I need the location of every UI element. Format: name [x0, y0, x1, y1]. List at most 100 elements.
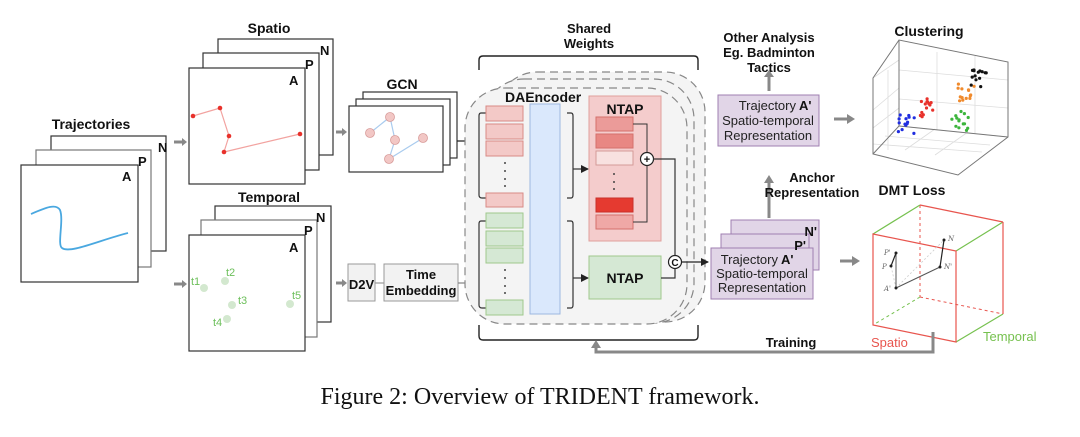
clustering-grid: [872, 48, 1009, 156]
dmt-point-n-prime: N': [943, 263, 952, 271]
cluster-point-black: [973, 74, 977, 78]
cluster-point-green: [957, 118, 961, 122]
arrow-head: [852, 256, 860, 266]
connector-ntap-to-concat: [661, 269, 676, 279]
cluster-point-red: [925, 100, 930, 104]
connector-sum-top: [633, 123, 648, 152]
cluster-point-blue: [897, 117, 901, 121]
ellipsis-dots: [504, 269, 506, 294]
cluster-point-green: [966, 126, 970, 130]
clustering-axes: [872, 39, 1009, 176]
cluster-point-blue: [900, 128, 904, 132]
time-point-t1: t1: [191, 276, 200, 288]
cluster-point-red: [931, 108, 935, 112]
cluster-point-orange: [960, 87, 964, 91]
arrow-head: [764, 175, 774, 183]
cluster-point-black: [974, 78, 978, 82]
dmt-points: [889, 238, 946, 290]
axis-label-spatio: Spatio: [871, 335, 908, 350]
cube-front-face: [872, 233, 957, 343]
vector-p-prime-to-p: [890, 252, 897, 267]
anchor-label-line1: Anchor: [789, 170, 835, 185]
gcn-title: GCN: [386, 76, 417, 92]
trajectory-label-a: A: [122, 169, 132, 184]
cluster-point-blue: [912, 131, 916, 135]
representation-label-n: N': [805, 224, 817, 239]
anchor-label-line2: Representation: [765, 185, 860, 200]
cluster-point-orange: [968, 96, 972, 100]
trajectory-curve: [30, 205, 129, 251]
time-point-t2: t2: [226, 267, 235, 279]
arrow-head: [342, 128, 347, 136]
cluster-point-red: [918, 113, 923, 118]
cube-edge-temporal: [955, 313, 1004, 343]
anchor-box-line2: Spatio-temporal: [722, 113, 814, 128]
ellipsis-dots: [504, 162, 506, 187]
cluster-point-red: [921, 113, 925, 117]
cluster-point-green: [955, 116, 959, 120]
spatio-token-blocks: [485, 105, 524, 208]
cube-edge-hidden: [919, 296, 1004, 315]
training-label: Training: [766, 335, 817, 350]
cluster-point-blue: [912, 116, 916, 120]
representation-anchor: A': [781, 252, 793, 267]
ntap-weight-block: [595, 214, 634, 230]
cube-edge-temporal: [955, 221, 1004, 252]
cluster-point-orange: [956, 82, 961, 86]
arrow-head: [764, 70, 774, 77]
time-point-t5: t5: [292, 290, 301, 302]
cluster-point-black: [969, 83, 973, 87]
representation-line2: Spatio-temporal: [716, 266, 808, 281]
bracket-right-spatio: [567, 112, 574, 199]
cluster-point-red: [925, 97, 929, 101]
ntap-spatio-title: NTAP: [606, 101, 643, 117]
cluster-points: [896, 68, 988, 135]
shared-weights-bracket-bottom: [478, 325, 699, 341]
cluster-point-green: [962, 122, 967, 126]
arrow-head: [591, 340, 601, 348]
connector-sum-to-concat: [653, 158, 676, 255]
representation-label-p: P': [794, 238, 806, 253]
cluster-point-orange: [961, 98, 965, 102]
gcn-graph-nodes: [365, 112, 428, 164]
cluster-point-orange: [972, 84, 976, 88]
arrow-head: [182, 280, 187, 288]
ntap-weight-block: [595, 197, 634, 213]
dmt-loss-cube: DMT Loss P' P A' N N' Spatio Temporal: [871, 182, 1037, 350]
time-embedding-line1: Time: [406, 267, 436, 282]
shared-weights-line2: Weights: [564, 36, 614, 51]
trajectory-card-a: [20, 164, 139, 283]
trajectory-label-p: P: [138, 154, 147, 169]
cluster-point-black: [976, 70, 980, 74]
cluster-point-orange: [969, 93, 973, 97]
cluster-point-black: [980, 70, 984, 74]
bracket-left-temporal: [478, 220, 486, 309]
cluster-point-blue: [907, 115, 911, 119]
trajectories-stack: Trajectories N P A: [20, 116, 167, 283]
cluster-point-black: [979, 85, 983, 89]
cluster-point-red: [928, 103, 932, 107]
spatio-points: [190, 105, 303, 155]
dmt-point-a-prime: A': [883, 285, 891, 293]
spatio-stack: Spatio N P A: [188, 20, 334, 185]
dmt-point-p-prime: P': [883, 249, 891, 257]
representation-stack: N' P' Trajectory A' Spatio-temporal Repr…: [710, 219, 820, 300]
spatio-label-p: P: [305, 57, 314, 72]
ntap-temporal-title: NTAP: [606, 270, 643, 286]
dmt-loss-title: DMT Loss: [879, 182, 946, 198]
cluster-point-orange: [958, 99, 962, 103]
other-analysis-line1: Other Analysis: [723, 30, 814, 45]
cluster-point-black: [978, 76, 982, 80]
spatio-card-a: [188, 67, 306, 185]
connector-sum-bottom: [633, 166, 648, 223]
cluster-point-green: [959, 109, 963, 114]
cube-edge-spatio: [919, 204, 1004, 223]
ntap-weight-block: [595, 116, 634, 132]
cluster-point-orange: [960, 96, 964, 100]
spatio-label-a: A: [289, 73, 299, 88]
ntap-weight-block: [595, 133, 634, 149]
cluster-point-green: [962, 112, 967, 116]
gcn-stack: GCN: [348, 76, 458, 173]
temporal-title: Temporal: [238, 189, 300, 205]
cluster-point-green: [950, 117, 954, 121]
